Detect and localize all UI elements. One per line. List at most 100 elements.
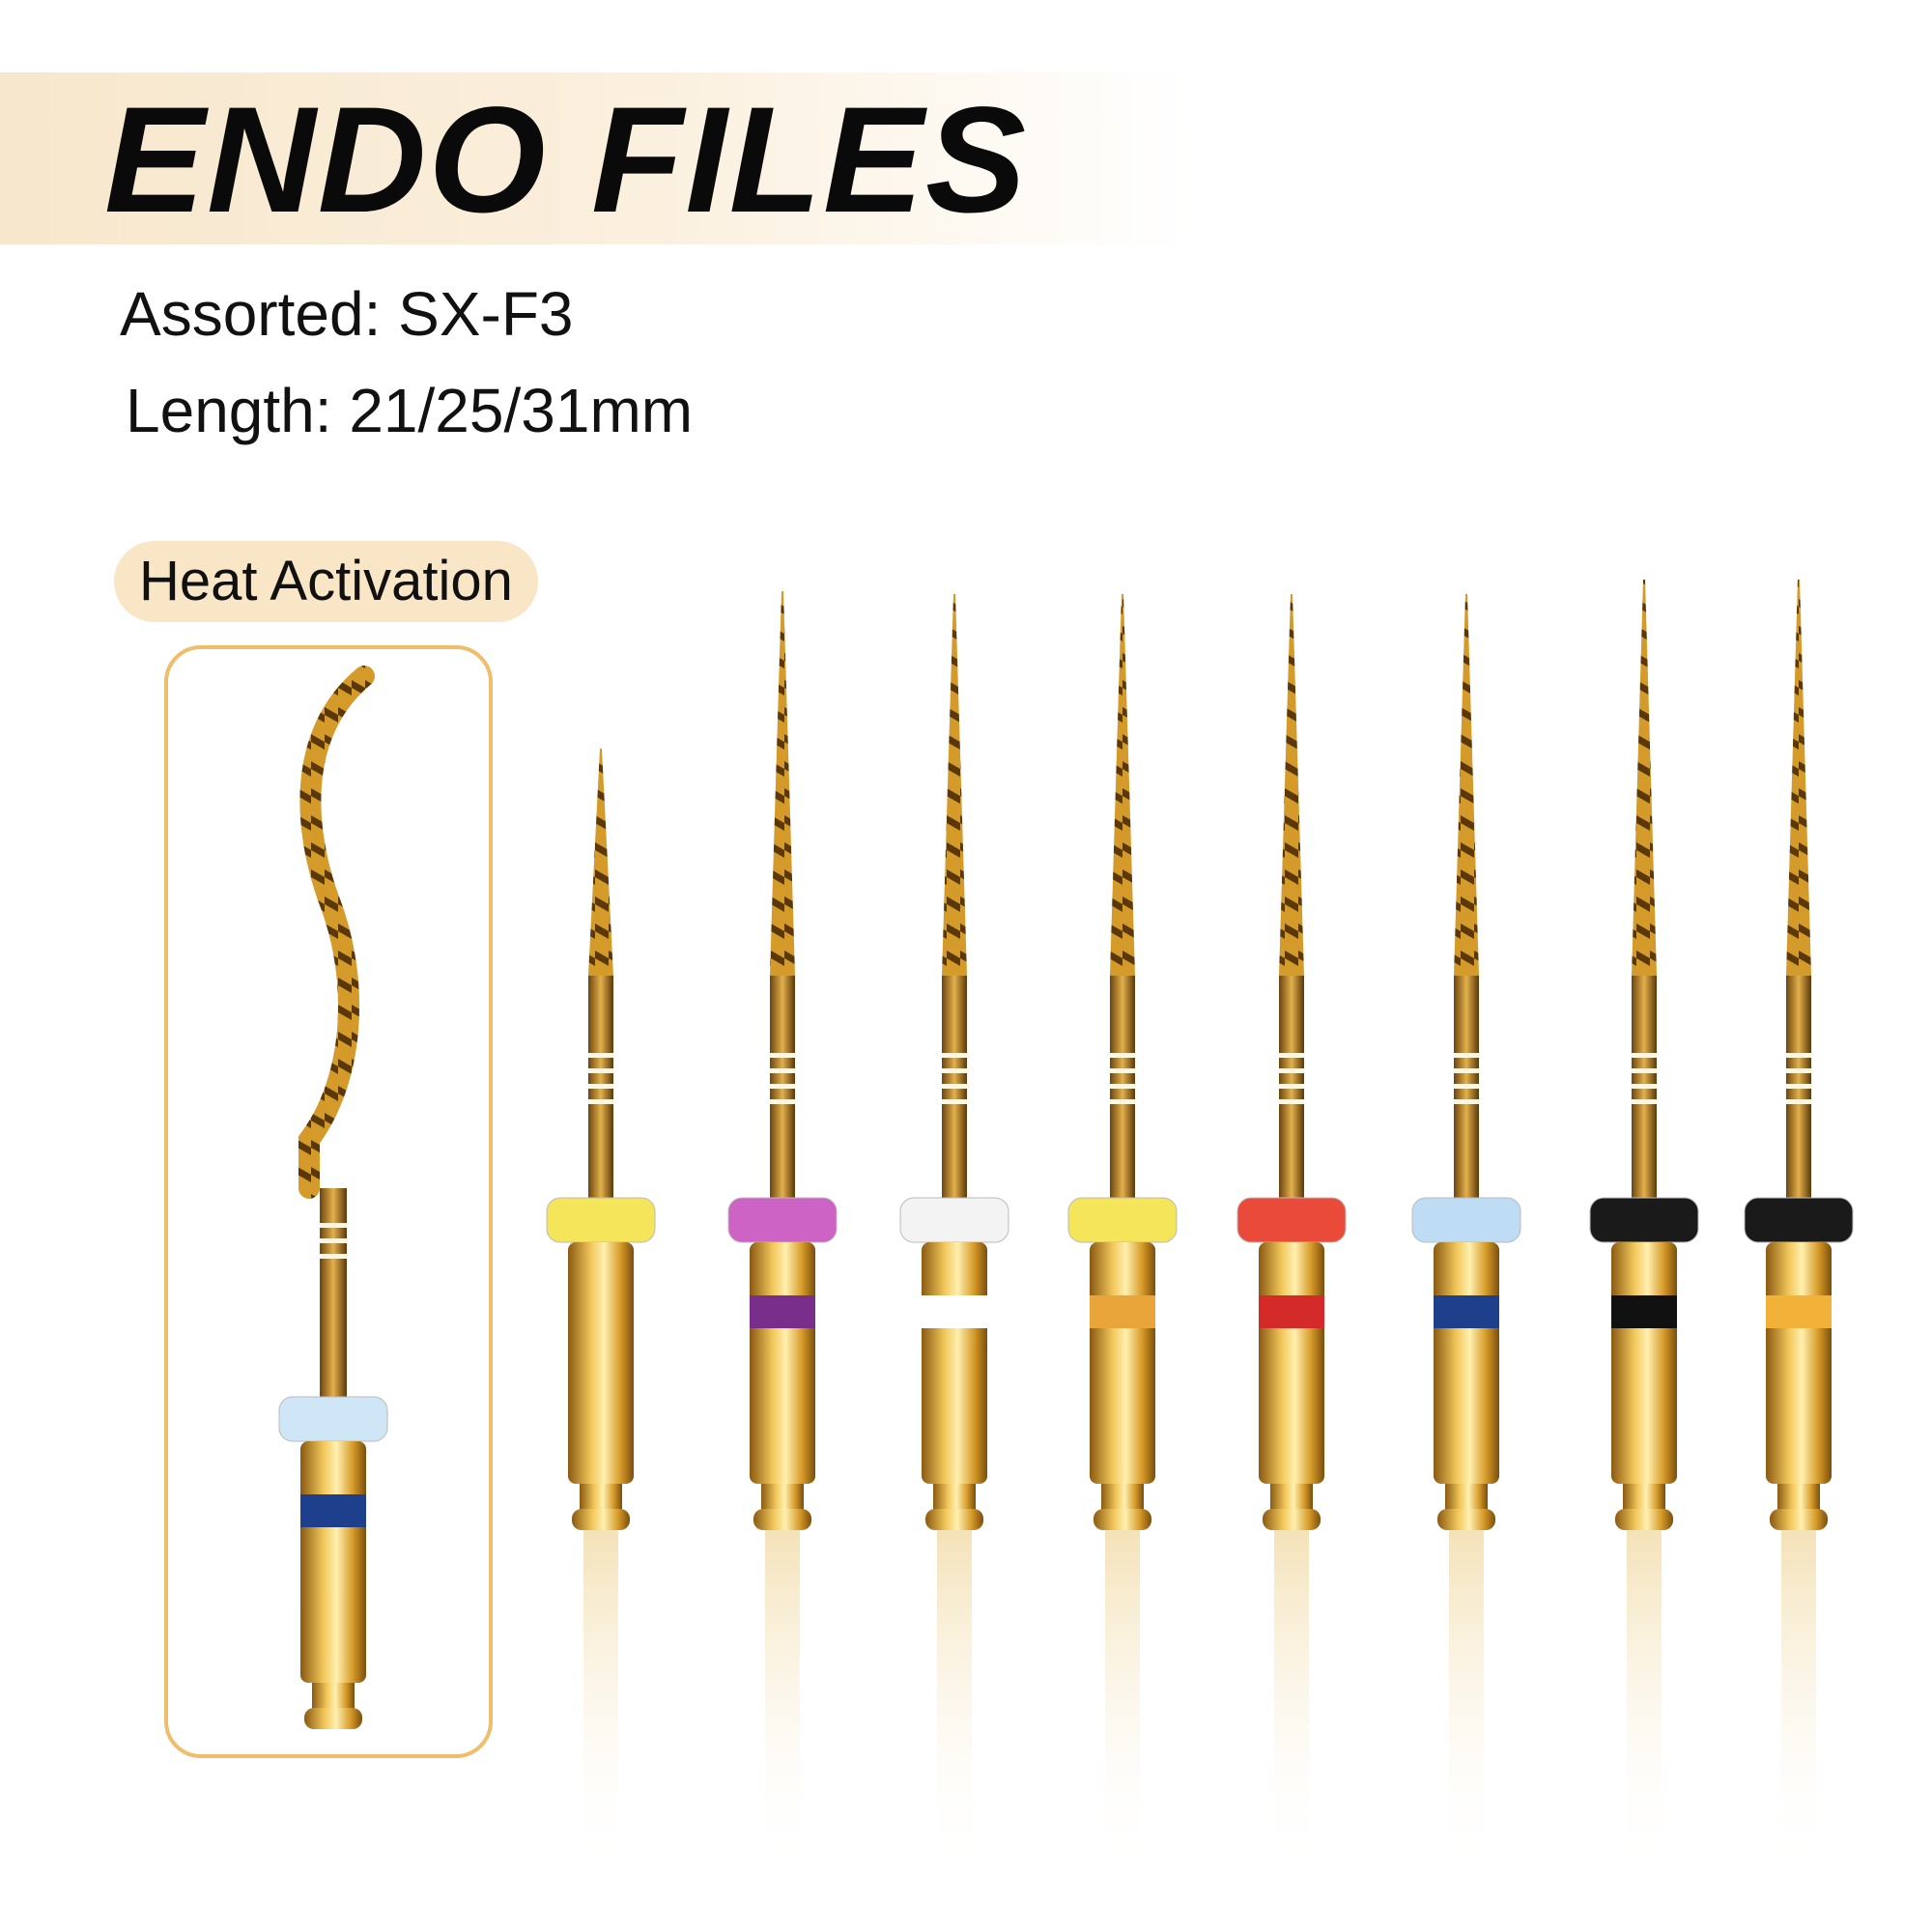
depth-mark xyxy=(1279,1068,1304,1073)
rubber-stopper xyxy=(1589,1197,1699,1243)
file-f4 xyxy=(1589,580,1699,1874)
file-f3 xyxy=(1411,594,1521,1874)
rubber-stopper xyxy=(278,1396,388,1442)
handle-latch xyxy=(1094,1509,1151,1530)
file-reflection xyxy=(1274,1507,1309,1874)
depth-mark xyxy=(588,1053,613,1058)
file-handle xyxy=(1090,1242,1155,1484)
file-reflection xyxy=(1781,1507,1816,1874)
depth-mark xyxy=(320,1254,347,1259)
handle-latch xyxy=(1615,1509,1673,1530)
depth-mark xyxy=(1454,1099,1479,1104)
file-f2 xyxy=(1236,594,1347,1874)
color-band xyxy=(1766,1295,1832,1328)
depth-mark xyxy=(942,1053,967,1058)
handle-latch xyxy=(925,1509,983,1530)
heat-activated-file xyxy=(278,666,388,1729)
page-title: ENDO FILES xyxy=(104,76,1029,244)
handle-latch xyxy=(753,1509,811,1530)
depth-mark xyxy=(1110,1068,1135,1073)
twisted-blade xyxy=(588,749,613,976)
file-reflection xyxy=(1627,1507,1662,1874)
depth-mark xyxy=(1786,1084,1811,1089)
assorted-spec: Assorted: SX-F3 xyxy=(120,279,574,349)
rubber-stopper xyxy=(1411,1197,1521,1243)
depth-mark xyxy=(588,1084,613,1089)
twisted-blade xyxy=(1279,594,1304,976)
file-handle xyxy=(1611,1242,1677,1484)
handle-latch xyxy=(1263,1509,1321,1530)
depth-mark xyxy=(1632,1099,1657,1104)
handle-latch xyxy=(572,1509,630,1530)
twisted-blade xyxy=(1632,580,1657,976)
rubber-stopper xyxy=(546,1197,656,1243)
depth-mark xyxy=(1110,1053,1135,1058)
handle-neck xyxy=(312,1683,355,1710)
depth-mark xyxy=(1454,1084,1479,1089)
color-band xyxy=(1434,1295,1499,1328)
handle-latch xyxy=(1437,1509,1495,1530)
depth-mark xyxy=(1632,1053,1657,1058)
file-handle xyxy=(1434,1242,1499,1484)
file-handle xyxy=(300,1441,366,1683)
file-s1 xyxy=(727,591,838,1874)
depth-mark xyxy=(588,1099,613,1104)
depth-mark xyxy=(942,1068,967,1073)
title-band xyxy=(0,72,1188,244)
handle-neck xyxy=(1777,1484,1820,1511)
depth-mark xyxy=(1786,1068,1811,1073)
depth-mark xyxy=(1632,1084,1657,1089)
rubber-stopper xyxy=(1236,1197,1347,1243)
depth-mark xyxy=(1110,1084,1135,1089)
file-sx xyxy=(546,749,656,1874)
color-band xyxy=(1090,1295,1155,1328)
color-band xyxy=(300,1494,366,1527)
depth-mark xyxy=(942,1099,967,1104)
depth-mark xyxy=(770,1053,795,1058)
depth-mark xyxy=(320,1238,347,1243)
file-handle xyxy=(922,1242,987,1484)
handle-neck xyxy=(1445,1484,1488,1511)
depth-mark xyxy=(1786,1099,1811,1104)
rubber-stopper xyxy=(1067,1197,1178,1243)
handle-neck xyxy=(933,1484,976,1511)
depth-mark xyxy=(770,1068,795,1073)
length-spec: Length: 21/25/31mm xyxy=(126,376,694,445)
depth-mark xyxy=(770,1099,795,1104)
file-reflection xyxy=(1449,1507,1484,1874)
color-band xyxy=(922,1295,987,1328)
rubber-stopper xyxy=(899,1197,1009,1243)
file-reflection xyxy=(765,1507,800,1874)
file-shaft xyxy=(320,1188,347,1399)
file-s2 xyxy=(899,594,1009,1874)
file-f1 xyxy=(1067,594,1178,1874)
color-band xyxy=(750,1295,815,1328)
color-band xyxy=(1611,1295,1677,1328)
handle-latch xyxy=(1770,1509,1828,1530)
depth-mark xyxy=(588,1068,613,1073)
depth-mark xyxy=(1279,1084,1304,1089)
file-handle xyxy=(1259,1242,1324,1484)
twisted-blade xyxy=(770,591,795,976)
file-handle xyxy=(568,1242,634,1484)
depth-mark xyxy=(1279,1099,1304,1104)
depth-mark xyxy=(1110,1099,1135,1104)
handle-neck xyxy=(1101,1484,1144,1511)
file-reflection xyxy=(1105,1507,1140,1874)
depth-mark xyxy=(942,1084,967,1089)
file-f5 xyxy=(1744,580,1854,1874)
handle-neck xyxy=(1623,1484,1665,1511)
file-reflection xyxy=(583,1507,618,1874)
handle-neck xyxy=(1270,1484,1313,1511)
depth-mark xyxy=(1632,1068,1657,1073)
depth-mark xyxy=(770,1084,795,1089)
heat-activation-badge: Heat Activation xyxy=(114,541,538,622)
depth-mark xyxy=(1454,1053,1479,1058)
handle-latch xyxy=(304,1708,362,1729)
rubber-stopper xyxy=(727,1197,838,1243)
file-handle xyxy=(750,1242,815,1484)
rubber-stopper xyxy=(1744,1197,1854,1243)
depth-mark xyxy=(1454,1068,1479,1073)
file-reflection xyxy=(937,1507,972,1874)
